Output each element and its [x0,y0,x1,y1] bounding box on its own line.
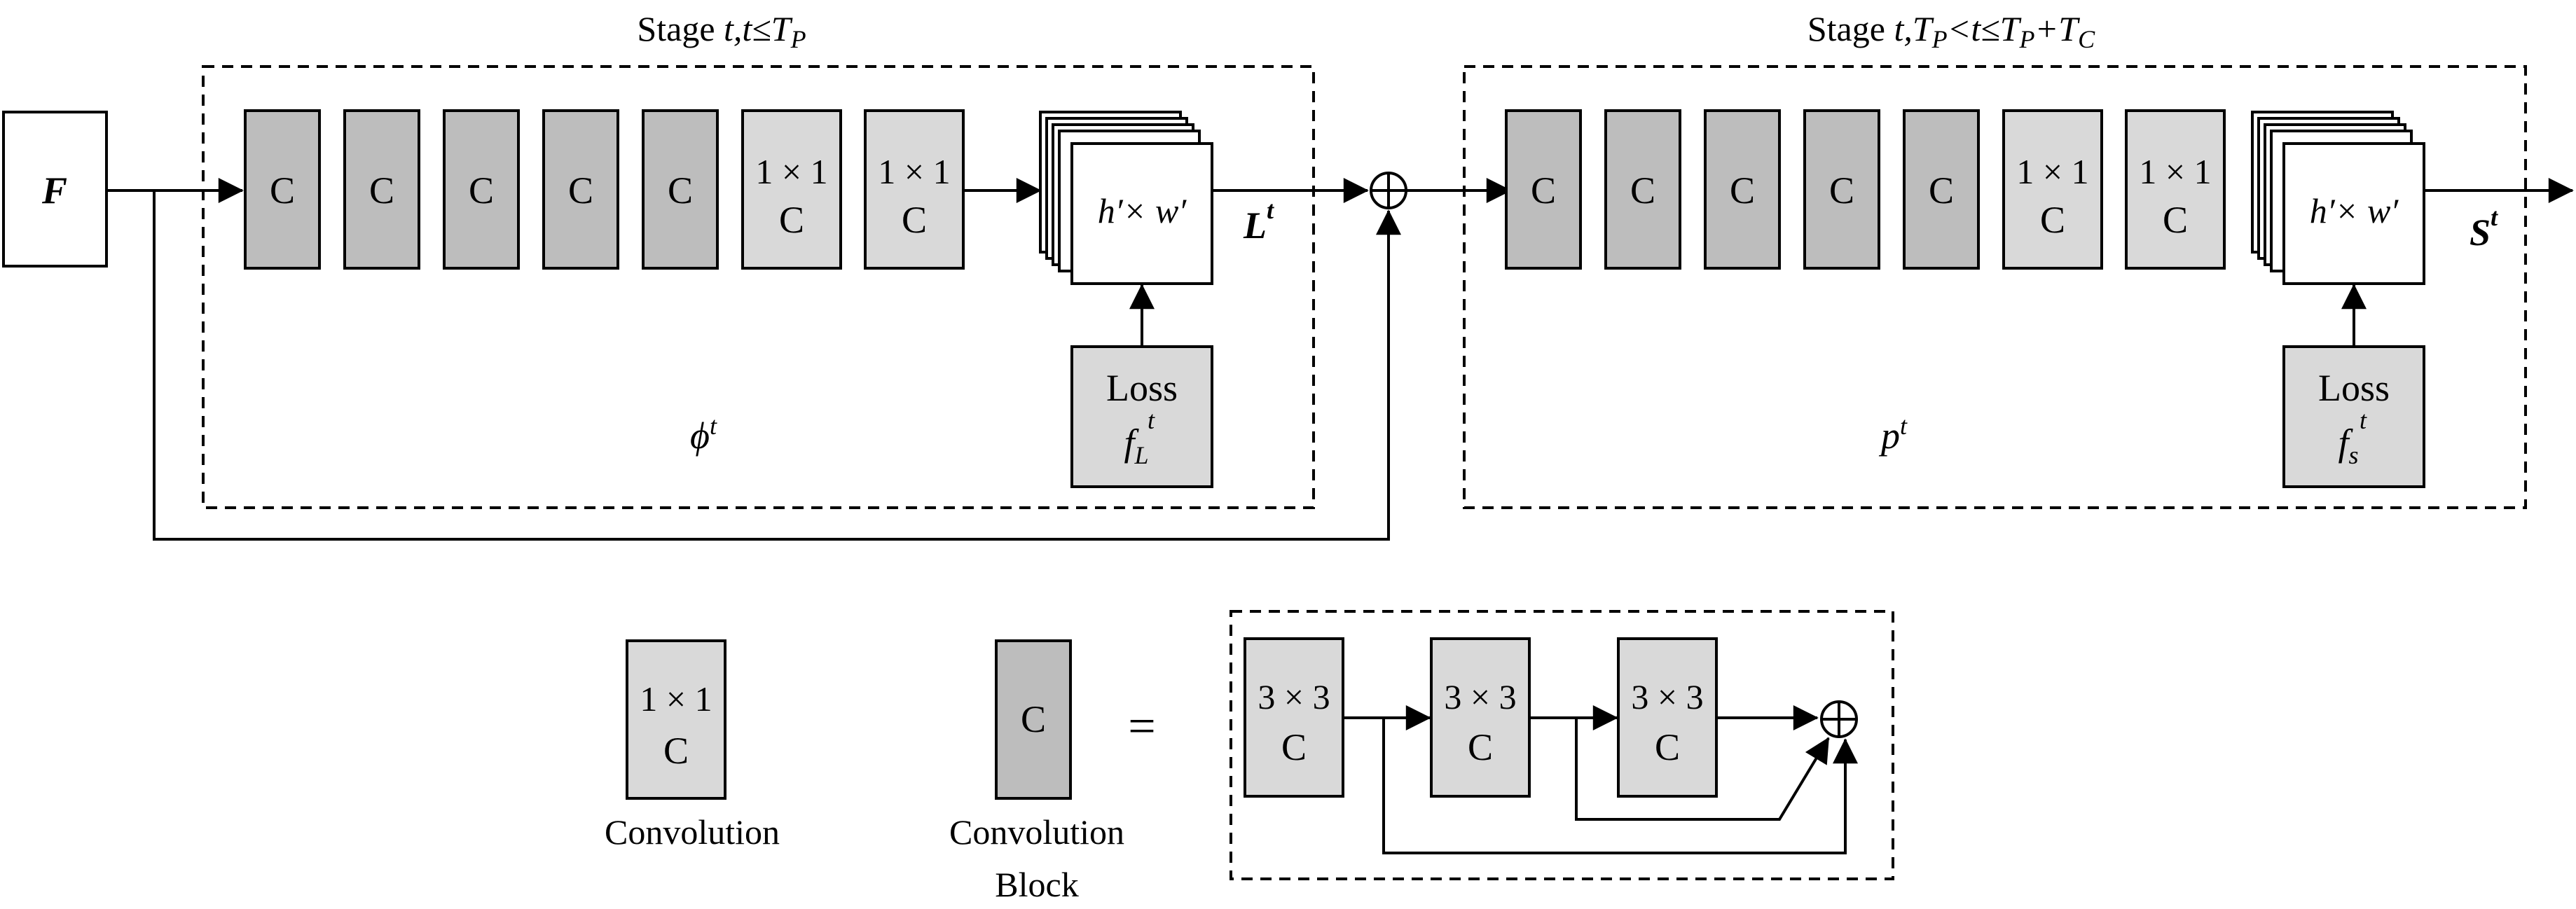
input-f-box [2,111,108,268]
legend-conv-block-box [995,639,1072,800]
stage2-conv-block-2-label: C [1630,169,1655,211]
stage2-conv-block-1 [1505,109,1582,270]
stage1-conv1x1-2 [864,109,965,270]
stage1-conv-block-4-label: C [568,169,593,211]
legend-conv3x3-1 [1244,637,1344,798]
legend-conv3x3-1-top: 3 × 3 [1258,677,1330,716]
stage2-conv1x1-1 [2002,109,2103,270]
stage2-feature-map-label: h′× w′ [2310,191,2399,230]
stage2-conv1x1-2-top: 1 × 1 [2139,152,2211,191]
legend-skip-inner [1575,718,1830,821]
stage1-loss-box [1070,345,1213,488]
legend-conv3x3-3 [1617,637,1718,798]
stage2-loss-label: Loss [2318,367,2390,409]
legend-conv3x3-2-bottom: C [1468,726,1493,768]
stage2-conv-block-4 [1803,109,1880,270]
stage1-feature-map [1070,142,1213,285]
stage1-conv-block-2 [343,109,420,270]
stage1-conv-block-4 [542,109,619,270]
stage2-conv-block-2 [1604,109,1681,270]
stage1-conv-block-3 [443,109,520,270]
stage2-title: Stage t,TP<t≤TP+TC [1807,9,2095,53]
stage2-conv-block-1-label: C [1531,169,1556,211]
stage2-conv1x1-1-top: 1 × 1 [2016,152,2088,191]
legend-convolution-label: Convolution [605,812,780,852]
skip-connection [153,190,1401,541]
stage1-conv1x1-1-top: 1 × 1 [755,152,827,191]
legend-conv1x1-top: 1 × 1 [640,679,712,719]
legend-conv3x3-3-bottom: C [1655,726,1680,768]
legend-conv-block-label: C [1021,698,1046,740]
legend-skip-outer [1382,718,1858,854]
stage2-conv-block-3-label: C [1730,169,1755,211]
stage1-title: Stage t,t≤TP [637,9,806,53]
stage2-conv-block-5 [1903,109,1980,270]
stage2-conv-block-3 [1704,109,1781,270]
stage1-conv1x1-1 [741,109,842,270]
stage2-conv1x1-1-bottom: C [2040,199,2065,241]
stage1-conv-block-5-label: C [668,169,693,211]
stage1-conv1x1-2-top: 1 × 1 [878,152,950,191]
stage1-conv-block-3-label: C [469,169,494,211]
legend-equals: = [1128,700,1155,754]
stage1-output-label: Lt [1243,196,1274,247]
stage2-feature-map [2282,142,2425,285]
stage1-function-label: ϕt [690,412,717,457]
stage2-conv1x1-2-bottom: C [2163,199,2188,241]
legend-conv1x1-bottom: C [663,730,689,772]
stage1-region [202,65,1315,509]
stage2-conv-block-5-label: C [1929,169,1954,211]
legend-block-detail-region [1230,610,1894,880]
legend-conv3x3-1-bottom: C [1281,726,1307,768]
input-f-label: F [41,169,67,211]
stage1-conv-block-1 [244,109,321,270]
stage1-conv-block-5 [642,109,719,270]
stage2-region [1463,65,2527,509]
legend-conv1x1-box [626,639,726,800]
stage1-conv-block-2-label: C [369,169,394,211]
stage2-loss-sup: t [2360,406,2367,434]
legend-conv-block-caption-1: Convolution [949,812,1124,852]
stage2-conv-block-4-label: C [1829,169,1854,211]
legend-conv3x3-3-top: 3 × 3 [1631,677,1703,716]
stage2-output-label: St [2470,203,2498,254]
legend-conv-block-caption-2: Block [995,865,1078,904]
stage2-conv1x1-2 [2125,109,2226,270]
stage1-loss-sup: t [1148,406,1155,434]
stage2-function-label: pt [1878,412,1908,457]
legend-conv3x3-2 [1430,637,1531,798]
stage1-conv1x1-1-bottom: C [779,199,804,241]
legend-conv3x3-2-top: 3 × 3 [1444,677,1516,716]
stage1-feature-map-label: h′× w′ [1098,191,1187,230]
stage1-conv1x1-2-bottom: C [902,199,927,241]
stage1-conv-block-1-label: C [270,169,295,211]
stage1-loss-label: Loss [1106,367,1178,409]
